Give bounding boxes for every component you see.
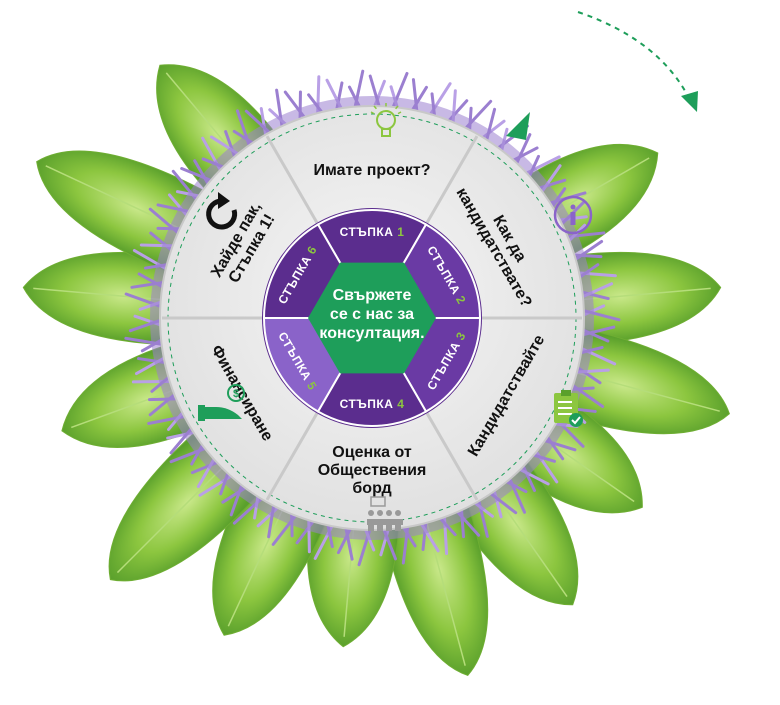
center-label-line: консултация. <box>319 325 424 342</box>
clipboard-check-icon <box>554 390 583 427</box>
hand-money-icon: $ <box>198 384 245 421</box>
segment-label-line: борд <box>352 480 391 497</box>
segment-divider <box>265 412 319 501</box>
rotation-arrow <box>577 11 691 101</box>
step-number: 1 <box>397 225 404 239</box>
segment-dividers <box>162 135 582 501</box>
segment-label-line: Имате проект? <box>314 162 431 179</box>
segment-label: Имате проект? <box>314 162 431 179</box>
svg-text:$: $ <box>233 388 239 400</box>
step-label: СТЪПКА 4 <box>340 397 405 411</box>
segment-label-line: Обществения <box>318 462 427 479</box>
refresh-icon <box>206 192 238 230</box>
info-icon <box>553 195 593 235</box>
center-label-line: се с нас за <box>330 306 414 323</box>
center-label: Свържете се с нас за консултация. <box>319 287 424 342</box>
center-label-line: Свържете <box>333 287 412 304</box>
step-number: 4 <box>397 397 404 411</box>
segment-label-line: Оценка от <box>332 444 412 461</box>
lightbulb-icon <box>370 103 402 137</box>
segment-icons: $ <box>198 103 593 531</box>
step-label-word: СТЪПКА <box>340 225 398 239</box>
rotation-arrow-head <box>681 91 698 112</box>
board-meeting-icon <box>367 496 403 531</box>
segment-divider <box>265 135 319 224</box>
ring-marker-triangle <box>506 112 530 140</box>
step-label: СТЪПКА 1 <box>340 225 405 239</box>
segment-divider <box>425 412 479 501</box>
step-label-word: СТЪПКА <box>340 397 398 411</box>
segment-divider <box>425 135 479 224</box>
center-hexagon <box>308 262 436 374</box>
